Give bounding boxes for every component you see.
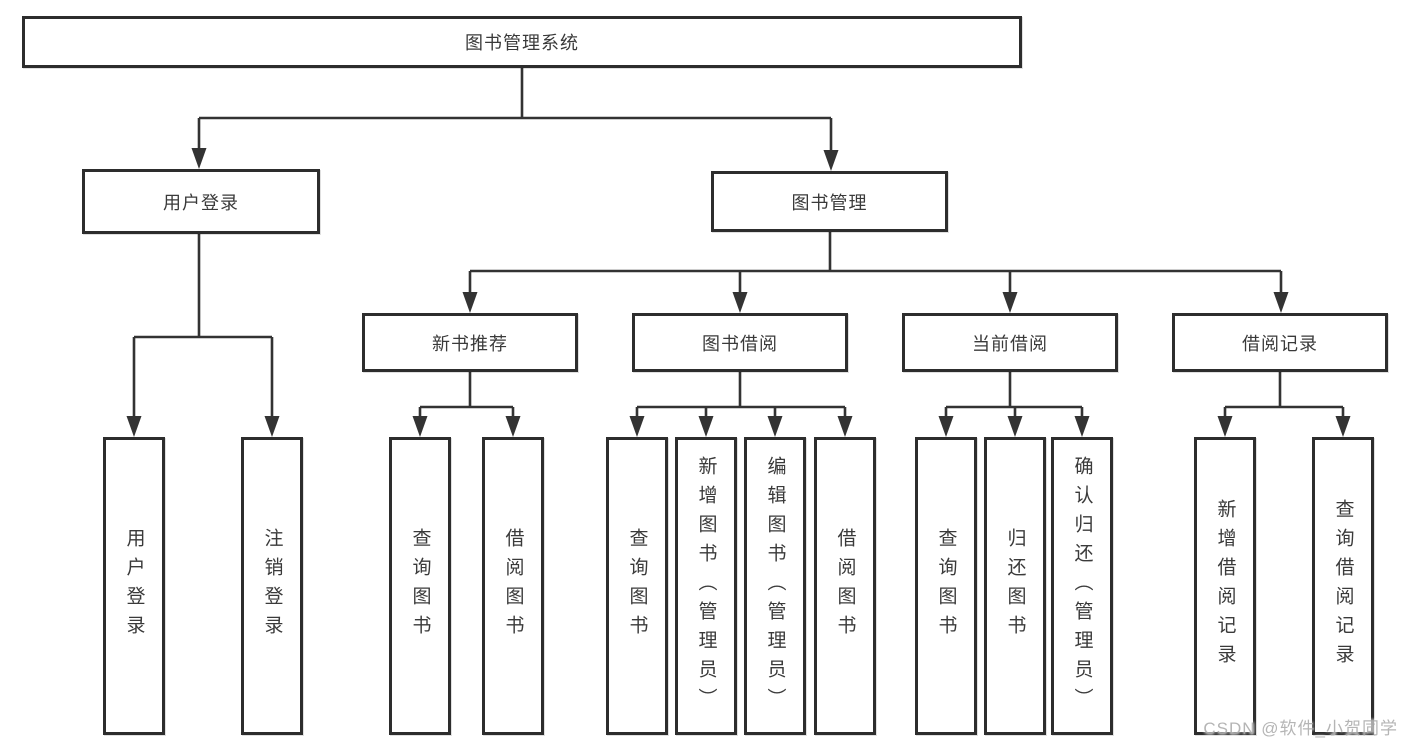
node-label: 新书推荐 [432,333,508,354]
leaf-label: 用户登录 [123,528,145,644]
leaf-edit-books-admin: 编辑图书（管理员） [744,437,806,735]
leaf-label: 查询图书 [935,528,957,644]
leaf-label: 注销登录 [261,528,283,644]
leaf-borrow-books: 借阅图书 [814,437,876,735]
leaf-label: 查询图书 [409,528,431,644]
leaf-label: 新增图书（管理员） [695,455,717,717]
leaf-add-borrow-record: 新增借阅记录 [1194,437,1256,735]
leaf-label: 确认归还（管理员） [1071,455,1093,717]
node-label: 用户登录 [163,192,239,213]
leaf-query-borrow-record: 查询借阅记录 [1312,437,1374,735]
node-user-login-group: 用户登录 [82,169,320,234]
leaf-label: 归还图书 [1004,528,1026,644]
node-label: 借阅记录 [1242,333,1318,354]
csdn-watermark: CSDN @软件_小贺同学 [1203,719,1398,738]
node-book-management: 图书管理 [711,171,948,232]
leaf-label: 查询图书 [626,528,648,644]
leaf-label: 新增借阅记录 [1214,499,1236,673]
leaf-borrow-books-recommend: 借阅图书 [482,437,544,735]
node-root: 图书管理系统 [22,16,1022,68]
leaf-confirm-return-admin: 确认归还（管理员） [1051,437,1113,735]
leaf-label: 借阅图书 [502,528,524,644]
leaf-label: 查询借阅记录 [1332,499,1354,673]
node-root-label: 图书管理系统 [465,33,579,53]
node-current-borrowing: 当前借阅 [902,313,1118,372]
leaf-query-books-recommend: 查询图书 [389,437,451,735]
leaf-label: 借阅图书 [834,528,856,644]
leaf-logout: 注销登录 [241,437,303,735]
node-label: 当前借阅 [972,333,1048,354]
node-borrow-records: 借阅记录 [1172,313,1388,372]
leaf-query-books-current: 查询图书 [915,437,977,735]
node-label: 图书借阅 [702,333,778,354]
node-label: 图书管理 [791,192,868,213]
leaf-query-books-borrow: 查询图书 [606,437,668,735]
leaf-label: 编辑图书（管理员） [764,455,786,717]
leaf-user-login: 用户登录 [103,437,165,735]
node-book-borrowing: 图书借阅 [632,313,848,372]
leaf-return-books: 归还图书 [984,437,1046,735]
node-new-book-recommend: 新书推荐 [362,313,578,372]
leaf-add-books-admin: 新增图书（管理员） [675,437,737,735]
